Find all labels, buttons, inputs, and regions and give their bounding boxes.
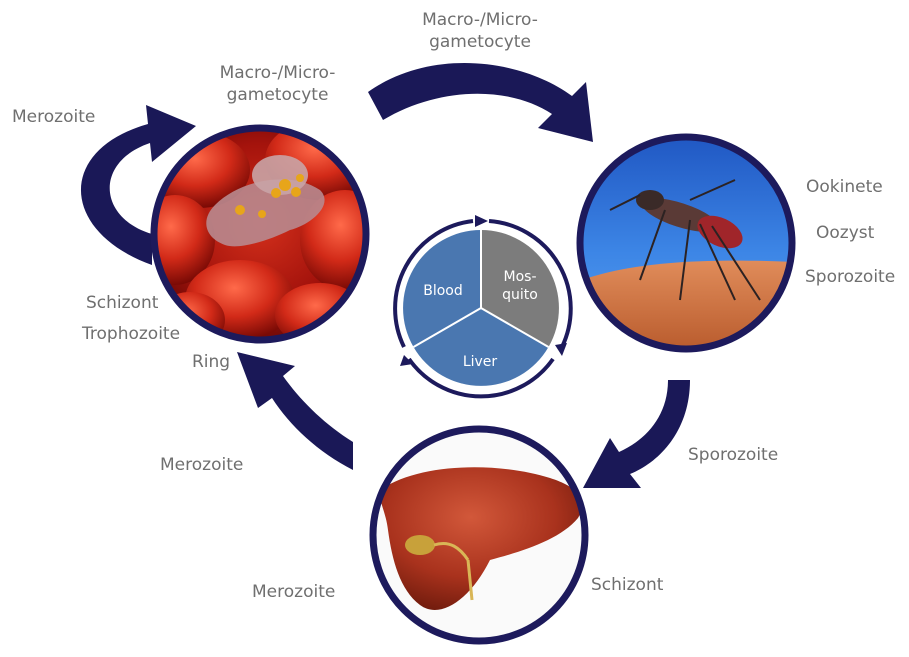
label-arrow-merozoite: Merozoite <box>160 454 243 476</box>
label-liver-merozoite: Merozoite <box>252 581 335 603</box>
label-blood-trophozoite: Trophozoite <box>82 323 180 345</box>
blood-image <box>135 120 390 348</box>
arrow-liver-to-blood <box>237 352 353 470</box>
mosquito-image <box>576 133 796 353</box>
label-blood-merozoite: Merozoite <box>12 106 95 128</box>
liver-image <box>366 422 592 648</box>
label-mosquito-oozyst: Oozyst <box>816 222 874 244</box>
center-label-blood: Blood <box>412 282 474 300</box>
center-label-mosquito-line2: quito <box>489 286 551 304</box>
center-label-mosquito-line1: Mos- <box>489 268 551 286</box>
label-top-gametocyte-line2: gametocyte <box>395 31 565 53</box>
label-blood-gametocyte-line1: Macro-/Micro- <box>195 62 360 84</box>
label-blood-gametocyte: Macro-/Micro- gametocyte <box>195 62 360 106</box>
label-top-gametocyte: Macro-/Micro- gametocyte <box>395 9 565 53</box>
label-mosquito-sporozoite: Sporozoite <box>805 266 895 288</box>
center-label-liver: Liver <box>448 353 512 371</box>
label-blood-ring: Ring <box>192 351 230 373</box>
label-top-gametocyte-line1: Macro-/Micro- <box>395 9 565 31</box>
label-mosquito-ookinete: Ookinete <box>806 176 883 198</box>
label-arrow-sporozoite: Sporozoite <box>688 444 778 466</box>
arrow-blood-to-mosquito <box>368 63 593 142</box>
label-blood-schizont: Schizont <box>86 292 158 314</box>
label-liver-schizont: Schizont <box>591 574 663 596</box>
center-label-mosquito: Mos- quito <box>489 268 551 304</box>
arrow-mosquito-to-liver <box>583 380 690 488</box>
label-blood-gametocyte-line2: gametocyte <box>195 84 360 106</box>
